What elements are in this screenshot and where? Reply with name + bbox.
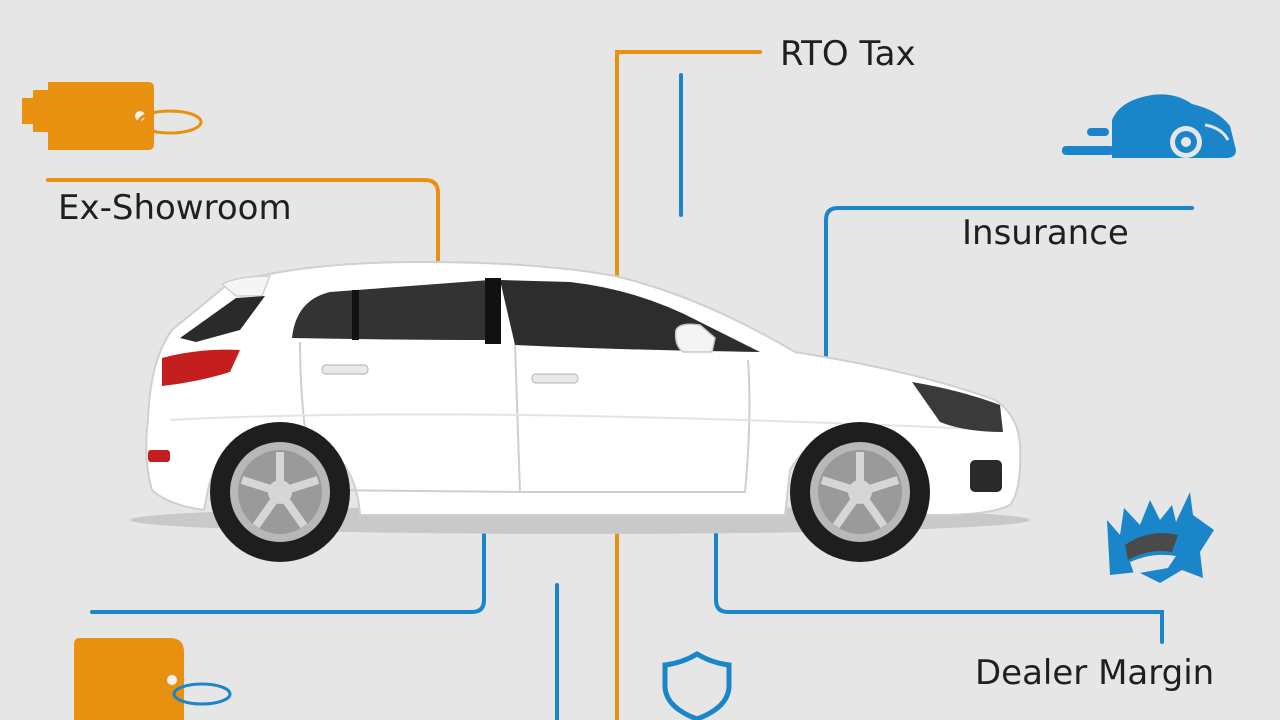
price-tag-icon [74, 638, 232, 720]
connector-insurance [824, 206, 1194, 358]
rear-wheel [210, 422, 350, 562]
front-wheel [790, 422, 930, 562]
car-illustration [130, 260, 1030, 562]
car-tail-lamp [162, 349, 240, 386]
connector-rto-tax [615, 50, 762, 284]
car-headlight [912, 382, 1003, 432]
connector-ex-showroom [46, 178, 440, 272]
label-dealer-margin: Dealer Margin [975, 653, 1215, 693]
label-rto-tax: RTO Tax [780, 34, 916, 74]
shield-icon [662, 651, 732, 720]
broken-car-icon [1107, 492, 1214, 583]
car-speed-icon [1062, 94, 1236, 158]
car-window-side [292, 280, 495, 340]
label-ex-showroom: Ex-Showroom [58, 188, 292, 228]
connector-bottom-left [90, 501, 486, 614]
connector-lines [46, 50, 1194, 720]
price-tag-icon [22, 82, 203, 150]
car-window-rear [180, 296, 265, 342]
label-insurance: Insurance [962, 213, 1129, 253]
connector-dealer-margin [714, 501, 1164, 644]
